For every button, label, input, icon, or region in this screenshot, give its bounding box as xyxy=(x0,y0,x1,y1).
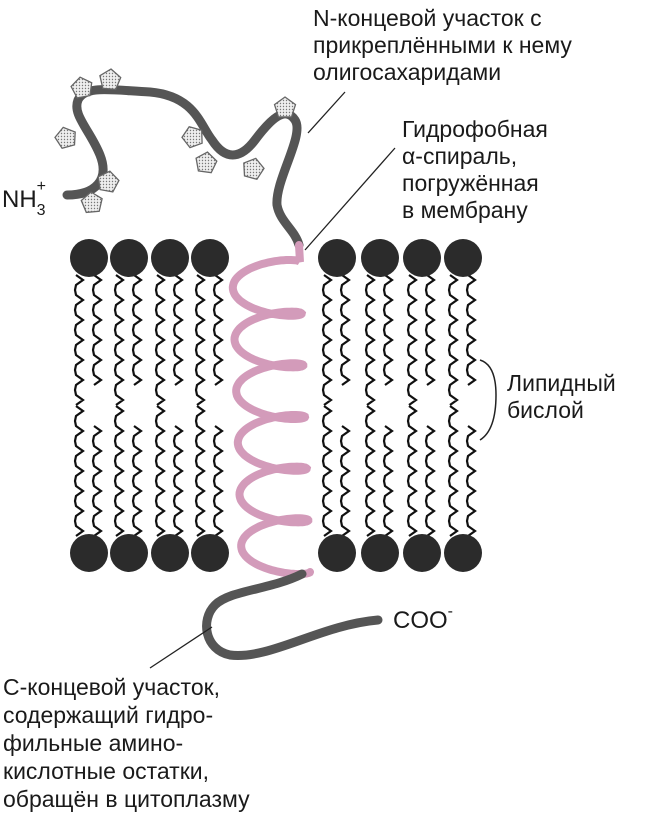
lipid-head xyxy=(318,534,356,572)
lipid-tail xyxy=(194,274,206,406)
oligosaccharide-pentagon xyxy=(181,125,203,149)
lipid-head xyxy=(110,534,148,572)
helix-label: Гидрофобная α-спираль, погружённая в мем… xyxy=(402,116,554,223)
lipid-tail xyxy=(113,405,125,537)
oligosaccharides xyxy=(54,68,297,214)
lipid-tail xyxy=(131,425,143,537)
lipid-head xyxy=(403,239,441,277)
lipid-tail xyxy=(212,425,224,537)
lipid-tail xyxy=(424,274,436,386)
oligosaccharide-pentagon xyxy=(97,170,120,193)
bilayer-bracket xyxy=(479,359,497,441)
lipid-head xyxy=(361,239,399,277)
oligosaccharide-pentagon xyxy=(54,126,76,150)
lipid-head xyxy=(110,239,148,277)
lipid-tail xyxy=(447,274,459,406)
lipid-head xyxy=(70,534,108,572)
lipid-tail xyxy=(194,405,206,537)
lipid-head xyxy=(151,239,189,277)
oligosaccharide-pentagon xyxy=(70,76,93,99)
lipid-tail xyxy=(73,405,85,537)
lipid-tail xyxy=(212,274,224,386)
oligosaccharide-pentagon xyxy=(99,68,122,91)
lipid-tail xyxy=(91,274,103,386)
lipid-tail xyxy=(465,425,477,537)
lipid-tail xyxy=(154,405,166,537)
lipid-tail xyxy=(154,274,166,406)
lipid-tail xyxy=(339,425,351,537)
leader-line-c-terminal xyxy=(149,626,213,669)
lipid-tail xyxy=(406,274,418,406)
lipid-tail xyxy=(321,274,333,406)
lipid-head xyxy=(191,239,229,277)
lipid-tail xyxy=(447,405,459,537)
oligosaccharide-pentagon xyxy=(80,191,103,214)
lipid-head xyxy=(361,534,399,572)
lipid-tail xyxy=(382,274,394,386)
oligosaccharide-pentagon xyxy=(195,151,218,174)
lipid-head xyxy=(318,239,356,277)
lipid-tail xyxy=(424,425,436,537)
lipid-tail xyxy=(339,274,351,386)
lipid-tail xyxy=(321,405,333,537)
lipid-head xyxy=(444,534,482,572)
bilayer-label: Липидный бислой xyxy=(507,370,622,423)
lipid-head xyxy=(70,239,108,277)
n-terminal-label: N-концевой участок с прикреплёнными к не… xyxy=(313,5,578,85)
lipid-tail xyxy=(172,274,184,386)
lipid-tail xyxy=(131,274,143,386)
lipid-tail xyxy=(91,425,103,537)
n-terminus-label: NH3+ xyxy=(2,178,46,219)
c-terminal-chain xyxy=(202,569,383,660)
lipid-tail xyxy=(465,274,477,386)
alpha-helix xyxy=(228,241,314,578)
lipid-tail xyxy=(172,425,184,537)
lipid-head xyxy=(151,534,189,572)
c-terminal-label: С-концевой участок, содержащий гидро- фи… xyxy=(3,674,250,812)
lipid-head xyxy=(191,534,229,572)
lipid-tail xyxy=(406,405,418,537)
oligosaccharide-pentagon xyxy=(243,157,265,181)
lipid-tail xyxy=(73,274,85,406)
lipid-tail xyxy=(113,274,125,406)
n-terminal-chain xyxy=(62,85,304,250)
lipid-tail xyxy=(382,425,394,537)
lipid-tail xyxy=(364,405,376,537)
lipid-tail xyxy=(364,274,376,406)
oligosaccharide-pentagon xyxy=(273,96,297,118)
c-terminus-label: COO- xyxy=(393,603,453,634)
lipid-head xyxy=(444,239,482,277)
lipid-head xyxy=(403,534,441,572)
leader-line-helix xyxy=(304,147,396,251)
lipid-bilayer xyxy=(70,239,482,572)
leader-line-n-terminal xyxy=(307,91,346,134)
